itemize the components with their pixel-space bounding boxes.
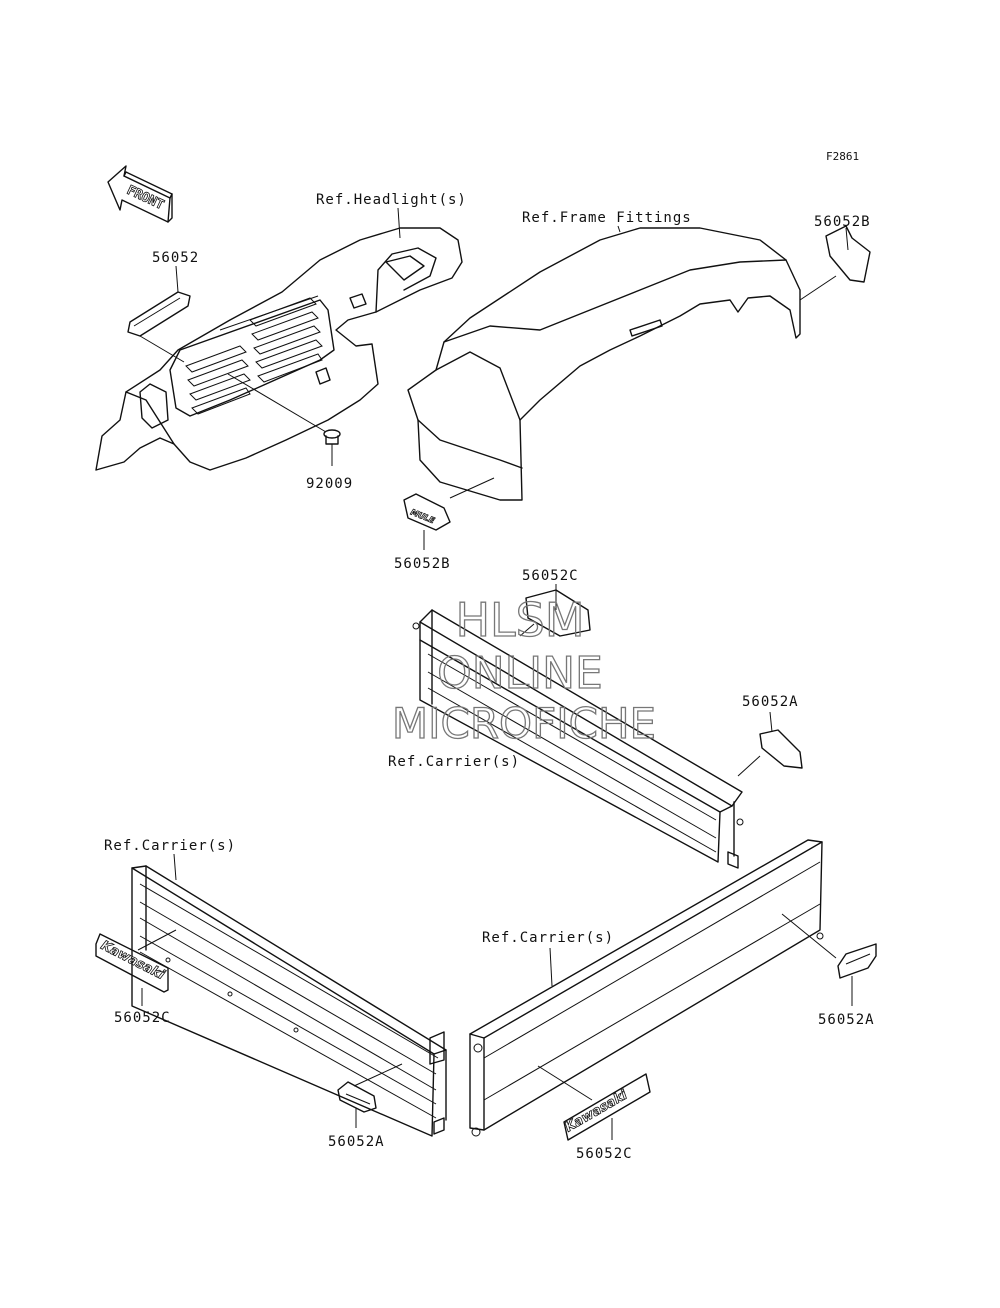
- part-56052a-mid: 56052A: [742, 694, 799, 710]
- decal-56052a-right: [837, 943, 877, 1006]
- label-ref-frame-fittings: Ref.Frame Fittings: [522, 210, 692, 226]
- carrier-gate-right: [469, 839, 837, 1137]
- label-ref-carrier-left: Ref.Carrier(s): [104, 838, 236, 854]
- part-56052c-right: 56052C: [576, 1146, 633, 1162]
- frame-fittings-assembly: [407, 225, 801, 501]
- watermark: HLSM ONLINE MICROFICHE: [391, 592, 656, 748]
- carrier-gate-left: [131, 853, 447, 1137]
- mule-badge-text: MULE: [409, 508, 436, 526]
- figure-code: F2861: [826, 150, 859, 163]
- carrier-gate-top: [412, 584, 744, 869]
- decal-56052: [127, 265, 191, 363]
- screw-92009: [227, 373, 341, 466]
- part-56052: 56052: [152, 250, 199, 266]
- watermark-line3: MICROFICHE: [392, 699, 656, 748]
- part-56052a-right: 56052A: [818, 1012, 875, 1028]
- part-56052a-left: 56052A: [328, 1134, 385, 1150]
- decal-56052a-left: [337, 1063, 403, 1128]
- decal-56052a-mid: [737, 711, 803, 777]
- part-56052b-top: 56052B: [814, 214, 871, 230]
- front-arrow-icon: FRONT: [107, 165, 173, 223]
- decal-56052c-right: Kawasaki: [537, 1065, 651, 1141]
- kawasaki-right-text: Kawasaki: [563, 1088, 631, 1136]
- decal-56052c-left: Kawasaki: [95, 929, 177, 1006]
- decal-56052c-top: [519, 589, 591, 637]
- part-56052c-left: 56052C: [114, 1010, 171, 1026]
- label-ref-headlight: Ref.Headlight(s): [316, 192, 467, 208]
- part-56052b-mid: 56052B: [394, 556, 451, 572]
- label-ref-carrier-right: Ref.Carrier(s): [482, 930, 614, 946]
- part-92009: 92009: [306, 476, 353, 492]
- front-hood-assembly: [95, 227, 463, 471]
- decal-56052b-mid: MULE: [403, 477, 495, 550]
- watermark-line2: ONLINE: [437, 648, 603, 699]
- label-ref-carrier-top: Ref.Carrier(s): [388, 754, 520, 770]
- decal-56052b-top: [799, 225, 871, 301]
- watermark-line1: HLSM: [455, 593, 584, 647]
- part-56052c-top: 56052C: [522, 568, 579, 584]
